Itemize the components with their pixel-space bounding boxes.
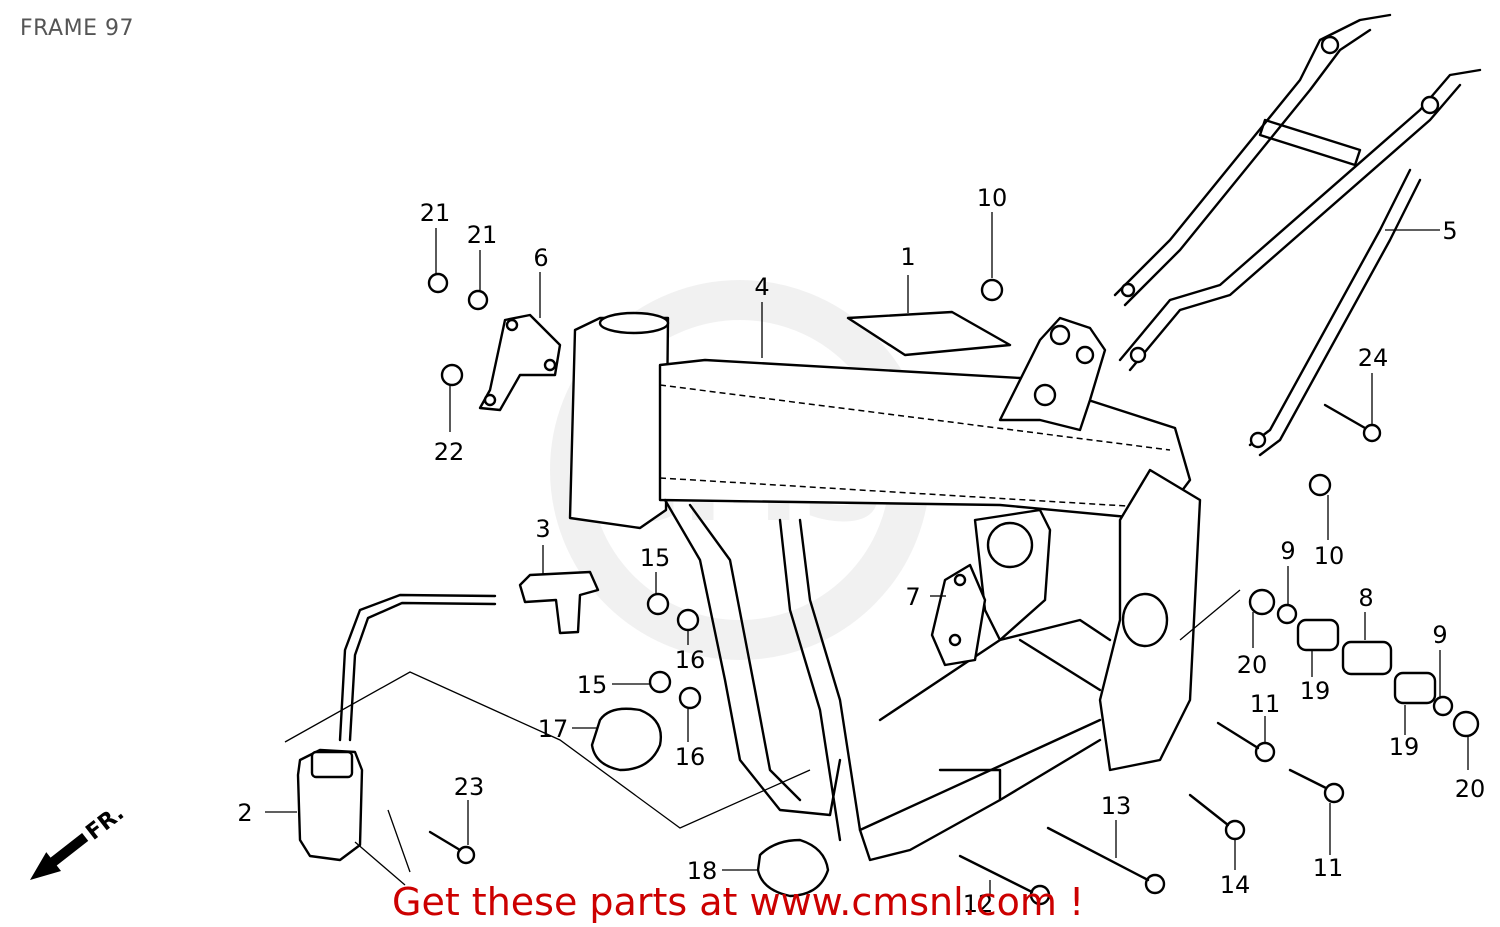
callout-9: 9: [1432, 621, 1447, 649]
front-direction-marker: FR.: [30, 801, 129, 880]
page-title: FRAME 97: [20, 16, 134, 41]
callout-labels: 1 2 3 4 5 6 7 8 9 9 10 10 11 11 12 13 14…: [237, 184, 1485, 918]
callout-7: 7: [905, 583, 920, 611]
callout-1: 1: [900, 243, 915, 271]
callout-17: 17: [538, 715, 569, 743]
callout-15: 15: [640, 544, 671, 572]
callout-8: 8: [1358, 584, 1373, 612]
direction-label: FR.: [82, 801, 129, 846]
engine-mount-plate: [930, 563, 987, 667]
callout-3: 3: [535, 515, 550, 543]
hose-band-17: [590, 707, 662, 772]
engine-hanger-bracket: [478, 313, 562, 412]
callout-20: 20: [1237, 651, 1268, 679]
callout-20: 20: [1455, 775, 1486, 803]
callout-11: 11: [1250, 690, 1281, 718]
callout-15: 15: [577, 671, 608, 699]
callout-9: 9: [1280, 537, 1295, 565]
callout-19: 19: [1389, 733, 1420, 761]
callout-10: 10: [977, 184, 1008, 212]
ignition-coil: [296, 593, 497, 862]
main-frame: [568, 311, 1202, 862]
callout-11: 11: [1313, 854, 1344, 882]
callout-2: 2: [237, 799, 252, 827]
callout-13: 13: [1101, 792, 1132, 820]
small-fasteners: [427, 272, 1480, 906]
callout-24: 24: [1358, 344, 1389, 372]
callout-16: 16: [675, 743, 706, 771]
callout-21: 21: [467, 221, 498, 249]
callout-23: 23: [454, 773, 485, 801]
rear-subframe: [1113, 13, 1482, 457]
hose-band-18: [756, 838, 830, 898]
spark-plug-cap: [518, 570, 600, 635]
callout-14: 14: [1220, 871, 1251, 899]
callout-18: 18: [687, 857, 718, 885]
callout-10: 10: [1314, 542, 1345, 570]
callout-19: 19: [1300, 677, 1331, 705]
callout-21: 21: [420, 199, 451, 227]
parts-link[interactable]: Get these parts at www.cmsnl.com !: [392, 880, 1085, 924]
callout-22: 22: [434, 438, 465, 466]
callout-12: 12: [963, 890, 994, 918]
callout-6: 6: [533, 244, 548, 272]
arrow-icon: [30, 832, 89, 880]
frame-pad: [846, 310, 1012, 357]
callout-4: 4: [754, 273, 769, 301]
callout-16: 16: [675, 646, 706, 674]
callout-5: 5: [1442, 217, 1457, 245]
leader-lines: [265, 212, 1469, 895]
